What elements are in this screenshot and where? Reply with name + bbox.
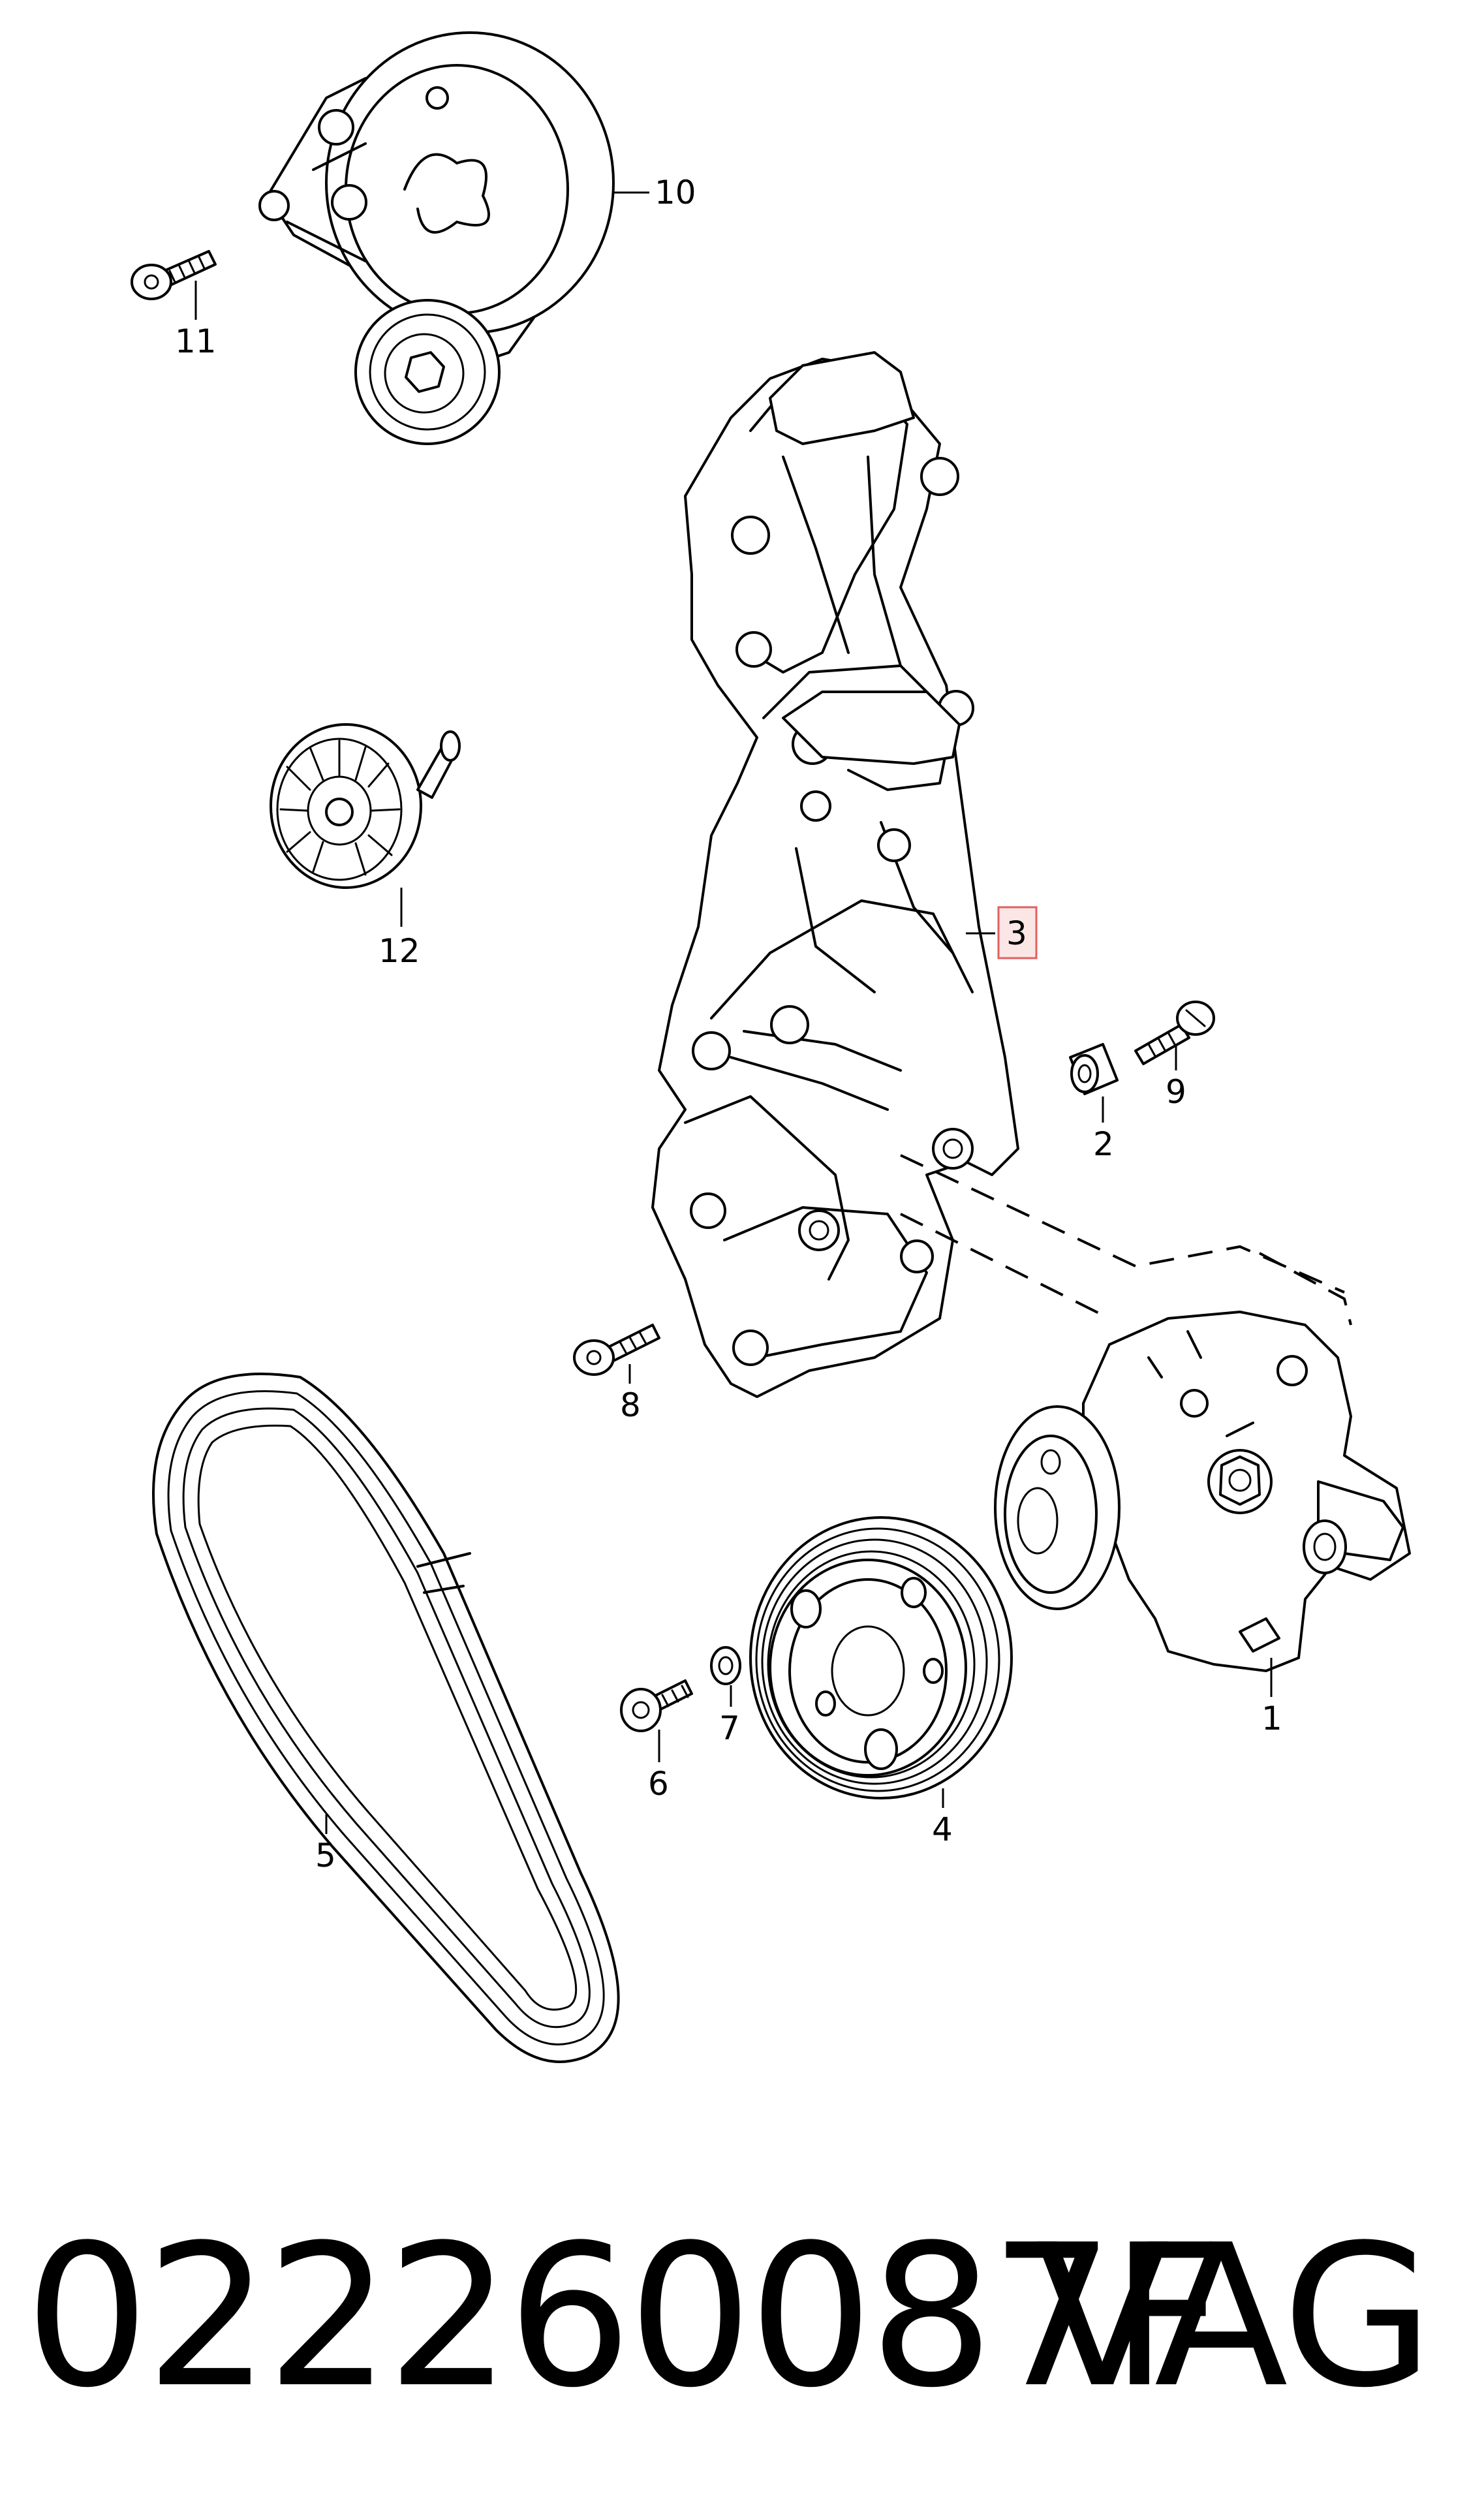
callout-9: 9 xyxy=(1166,1073,1186,1111)
callout-4: 4 xyxy=(932,1811,953,1848)
belt-tensioner xyxy=(258,31,615,445)
callout-6: 6 xyxy=(648,1765,669,1803)
tensioner-bolt xyxy=(131,250,217,300)
pump-pulley xyxy=(749,1516,1013,1799)
callout-3-highlight xyxy=(997,906,1038,959)
callout-7: 7 xyxy=(719,1709,740,1747)
callouts: 10 11 12 3 2 9 8 1 4 7 6 5 xyxy=(175,174,1282,1874)
callout-3: 3 xyxy=(1006,914,1027,952)
callout-1: 1 xyxy=(1261,1700,1282,1737)
washer xyxy=(710,1646,741,1685)
ribbed-belt xyxy=(152,1373,620,2063)
alignment-line xyxy=(900,1154,1345,1294)
callout-12: 12 xyxy=(379,932,420,970)
main-bracket xyxy=(651,351,1019,1398)
power-steering-pump xyxy=(994,1311,1411,1672)
callout-10: 10 xyxy=(655,174,696,211)
part-number: 022260087F xyxy=(25,2203,1223,2431)
pulley-bolt xyxy=(620,1679,693,1732)
bolt-9 xyxy=(1134,1001,1215,1065)
brand-label: VAG xyxy=(1035,2203,1434,2431)
callout-2: 2 xyxy=(1093,1125,1114,1163)
spacer-sleeve xyxy=(1069,1043,1119,1095)
idler-pulley xyxy=(270,723,461,889)
alignment-line xyxy=(1259,1252,1352,1326)
bolt-8 xyxy=(573,1324,660,1376)
callout-8: 8 xyxy=(620,1386,641,1424)
callout-5: 5 xyxy=(315,1837,336,1874)
exploded-parts-diagram: 10 11 12 3 2 9 8 1 4 7 6 5 xyxy=(131,31,1411,2063)
callout-11: 11 xyxy=(175,322,217,360)
